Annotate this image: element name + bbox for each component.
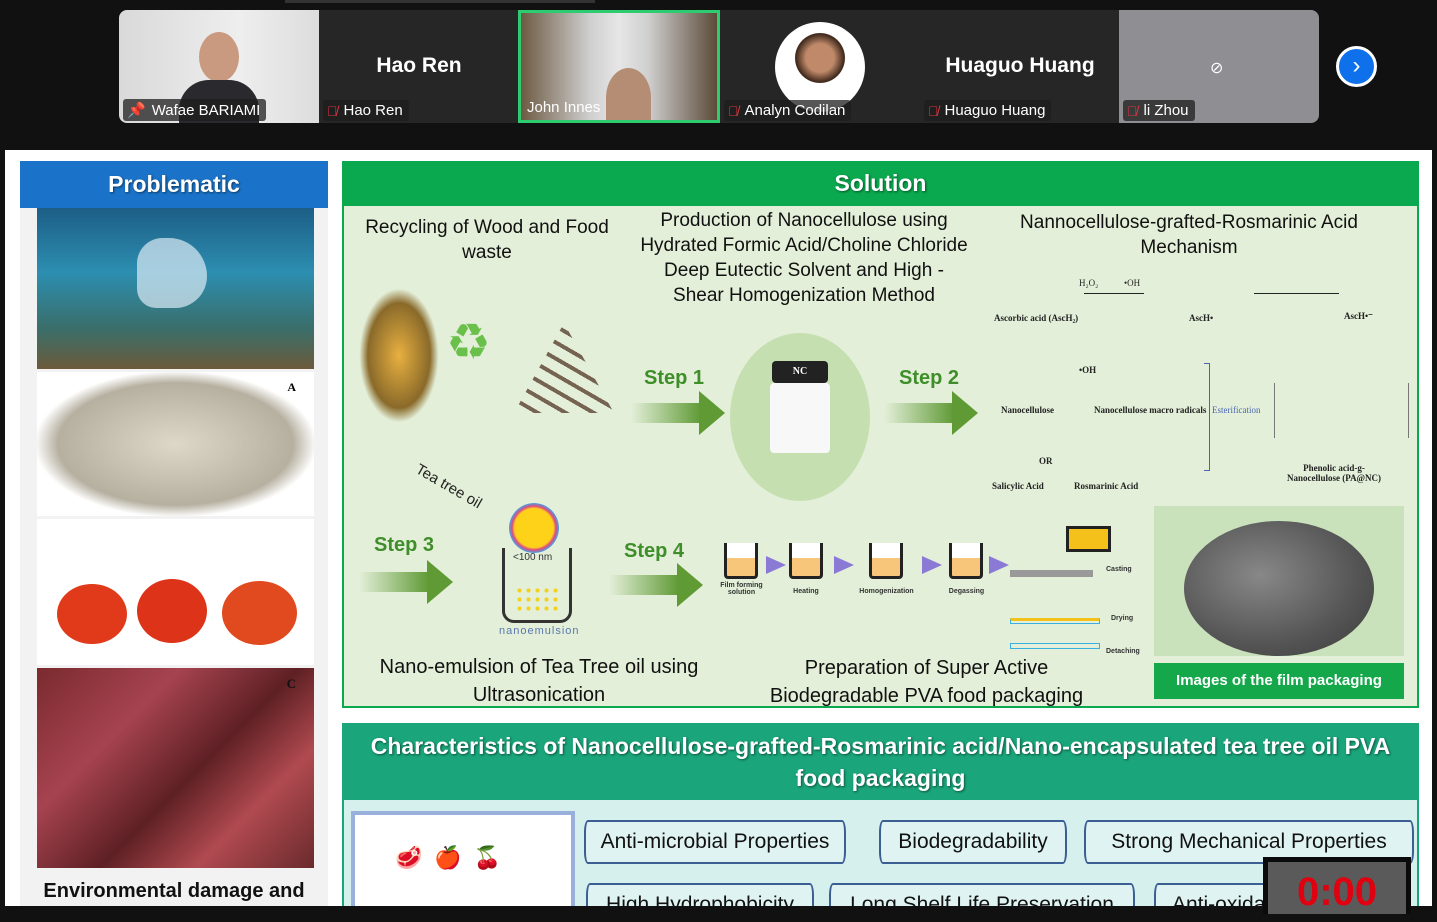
wood-waste-image: [514, 323, 614, 413]
participant-face: [606, 68, 651, 120]
tea-tree-oil-label: Tea tree oil: [412, 460, 485, 513]
solution-panel: Solution Recycling of Wood and Food wast…: [342, 161, 1419, 708]
participant-name-tag: 🎙̸Analyn Codilan: [724, 100, 852, 121]
step-2-label: Step 2: [899, 367, 960, 389]
step-4-label: Step 4: [624, 540, 685, 562]
camera-off-icon: ⊘: [1210, 60, 1224, 77]
participant-name-tag: John Innes: [527, 99, 601, 116]
nanoemulsion-droplet: [509, 503, 559, 553]
participant-name-tag: 🎙̸Huaguo Huang: [924, 100, 1052, 121]
reaction-arrow: [1254, 293, 1339, 294]
problematic-caption: Environmental damage and: [43, 880, 305, 902]
muted-mic-icon: 🎙̸: [1127, 102, 1138, 119]
reaction-arrow: [1084, 293, 1144, 294]
nanoemulsion-caption: Nano-emulsion of Tea Tree oil using Ultr…: [379, 656, 699, 706]
property-mechanical: Strong Mechanical Properties: [1084, 820, 1414, 864]
video-tile-analyn-codilan[interactable]: 🎙̸Analyn Codilan: [720, 10, 920, 123]
muted-mic-icon: 🎙̸: [327, 102, 338, 119]
pin-icon: 📌: [127, 102, 146, 119]
mechanism-diagram: Ascorbic acid (AscH₂) H₂O₂ •OH AscH• Asc…: [989, 263, 1419, 498]
video-tile-john-innes[interactable]: John Innes: [518, 10, 720, 123]
homogenizer-beaker-icon: [869, 543, 903, 579]
packaging-caption: Preparation of Super Active Biodegradabl…: [769, 657, 1084, 707]
jar-body: [770, 383, 830, 453]
step-4-arrow: [609, 563, 704, 607]
step-3-arrow: [359, 560, 454, 604]
food-icons: 🥩🍎🍒: [395, 845, 514, 870]
problematic-panel: Problematic A C Environmental damage and: [20, 161, 328, 906]
window-top-edge: [285, 0, 595, 3]
degassing-beaker-icon: [949, 543, 983, 579]
participant-name-tag: 📌Wafae BARIAMI: [123, 99, 267, 121]
packaged-food-image: 🥩🍎🍒: [351, 811, 575, 906]
recycle-icon: ♻: [446, 314, 491, 370]
detaching-plate: [1010, 643, 1100, 649]
film-caption: Images of the film packaging: [1154, 663, 1404, 699]
moldy-bread-image: A: [37, 372, 314, 516]
film-preparation-diagram: Film forming solution Heating Homogeniza…: [714, 518, 1154, 658]
solution-title: Solution: [342, 161, 1419, 206]
characteristics-title: Characteristics of Nanocellulose-grafted…: [342, 723, 1419, 800]
process-arrow: [766, 556, 786, 574]
food-waste-image: [359, 288, 439, 423]
participant-face: [199, 32, 239, 82]
timer-widget[interactable]: 0:00: [1263, 857, 1411, 914]
muted-mic-icon: 🎙̸: [728, 102, 739, 119]
property-hydrophobicity: High Hydrophobicity: [586, 883, 814, 906]
video-tile-li-zhou[interactable]: ⊘ 🎙̸li Zhou: [1119, 10, 1319, 123]
drying-plate: [1010, 618, 1100, 624]
participant-name-tag: 🎙̸Hao Ren: [323, 100, 409, 121]
participant-avatar: [775, 22, 865, 112]
casting-plate: [1010, 570, 1093, 577]
nanocellulose-production-heading: Production of Nanocellulose using Hydrat…: [640, 210, 968, 306]
nanocellulose-jar-circle: NC: [730, 333, 870, 501]
ultrasonication-beaker: <100 nm: [502, 548, 572, 623]
recycling-heading: Recycling of Wood and Food waste: [365, 217, 609, 263]
polymer-structure: [1274, 383, 1409, 438]
nanoemulsion-label: nanoemulsion: [499, 625, 580, 637]
characteristics-panel: Characteristics of Nanocellulose-grafted…: [342, 723, 1419, 906]
rotten-tomatoes-image: [37, 519, 314, 665]
property-biodegradability: Biodegradability: [879, 820, 1067, 864]
participant-name-tag: 🎙̸li Zhou: [1123, 100, 1195, 121]
pouring-container: [1066, 526, 1111, 552]
shared-slide: Problematic A C Environmental damage and…: [5, 150, 1432, 906]
mechanism-heading: Nannocellulose-grafted-Rosmarinic Acid M…: [1020, 212, 1358, 258]
video-tile-huaguo-huang[interactable]: Huaguo Huang 🎙̸Huaguo Huang: [920, 10, 1120, 123]
chevron-right-icon: ›: [1352, 52, 1361, 79]
step-3-label: Step 3: [374, 534, 435, 556]
timer-value: 0:00: [1268, 862, 1406, 914]
jar-lid: NC: [772, 361, 828, 383]
step-1-arrow: [631, 391, 726, 435]
step-1-label: Step 1: [644, 367, 705, 389]
property-anti-microbial: Anti-microbial Properties: [584, 820, 846, 864]
property-shelf-life: Long Shelf Life Preservation: [829, 883, 1135, 906]
problematic-title: Problematic: [20, 161, 328, 208]
step-2-arrow: [884, 391, 979, 435]
video-tile-wafae[interactable]: 📌Wafae BARIAMI: [119, 10, 319, 123]
muted-mic-icon: 🎙̸: [928, 102, 939, 119]
beaker-icon: [724, 543, 758, 579]
ocean-plastic-image: [37, 208, 314, 369]
film-image: [1154, 506, 1404, 656]
next-participants-button[interactable]: ›: [1336, 46, 1377, 87]
plastic-bag: [137, 238, 207, 308]
bracket: [1204, 363, 1210, 471]
video-tile-hao-ren[interactable]: Hao Ren 🎙̸Hao Ren: [319, 10, 519, 123]
film-disc: [1184, 521, 1374, 656]
process-arrow: [989, 556, 1009, 574]
process-arrow: [834, 556, 854, 574]
heating-beaker-icon: [789, 543, 823, 579]
spoiled-meat-image: C: [37, 668, 314, 868]
process-arrow: [922, 556, 942, 574]
droplets: [515, 586, 560, 611]
